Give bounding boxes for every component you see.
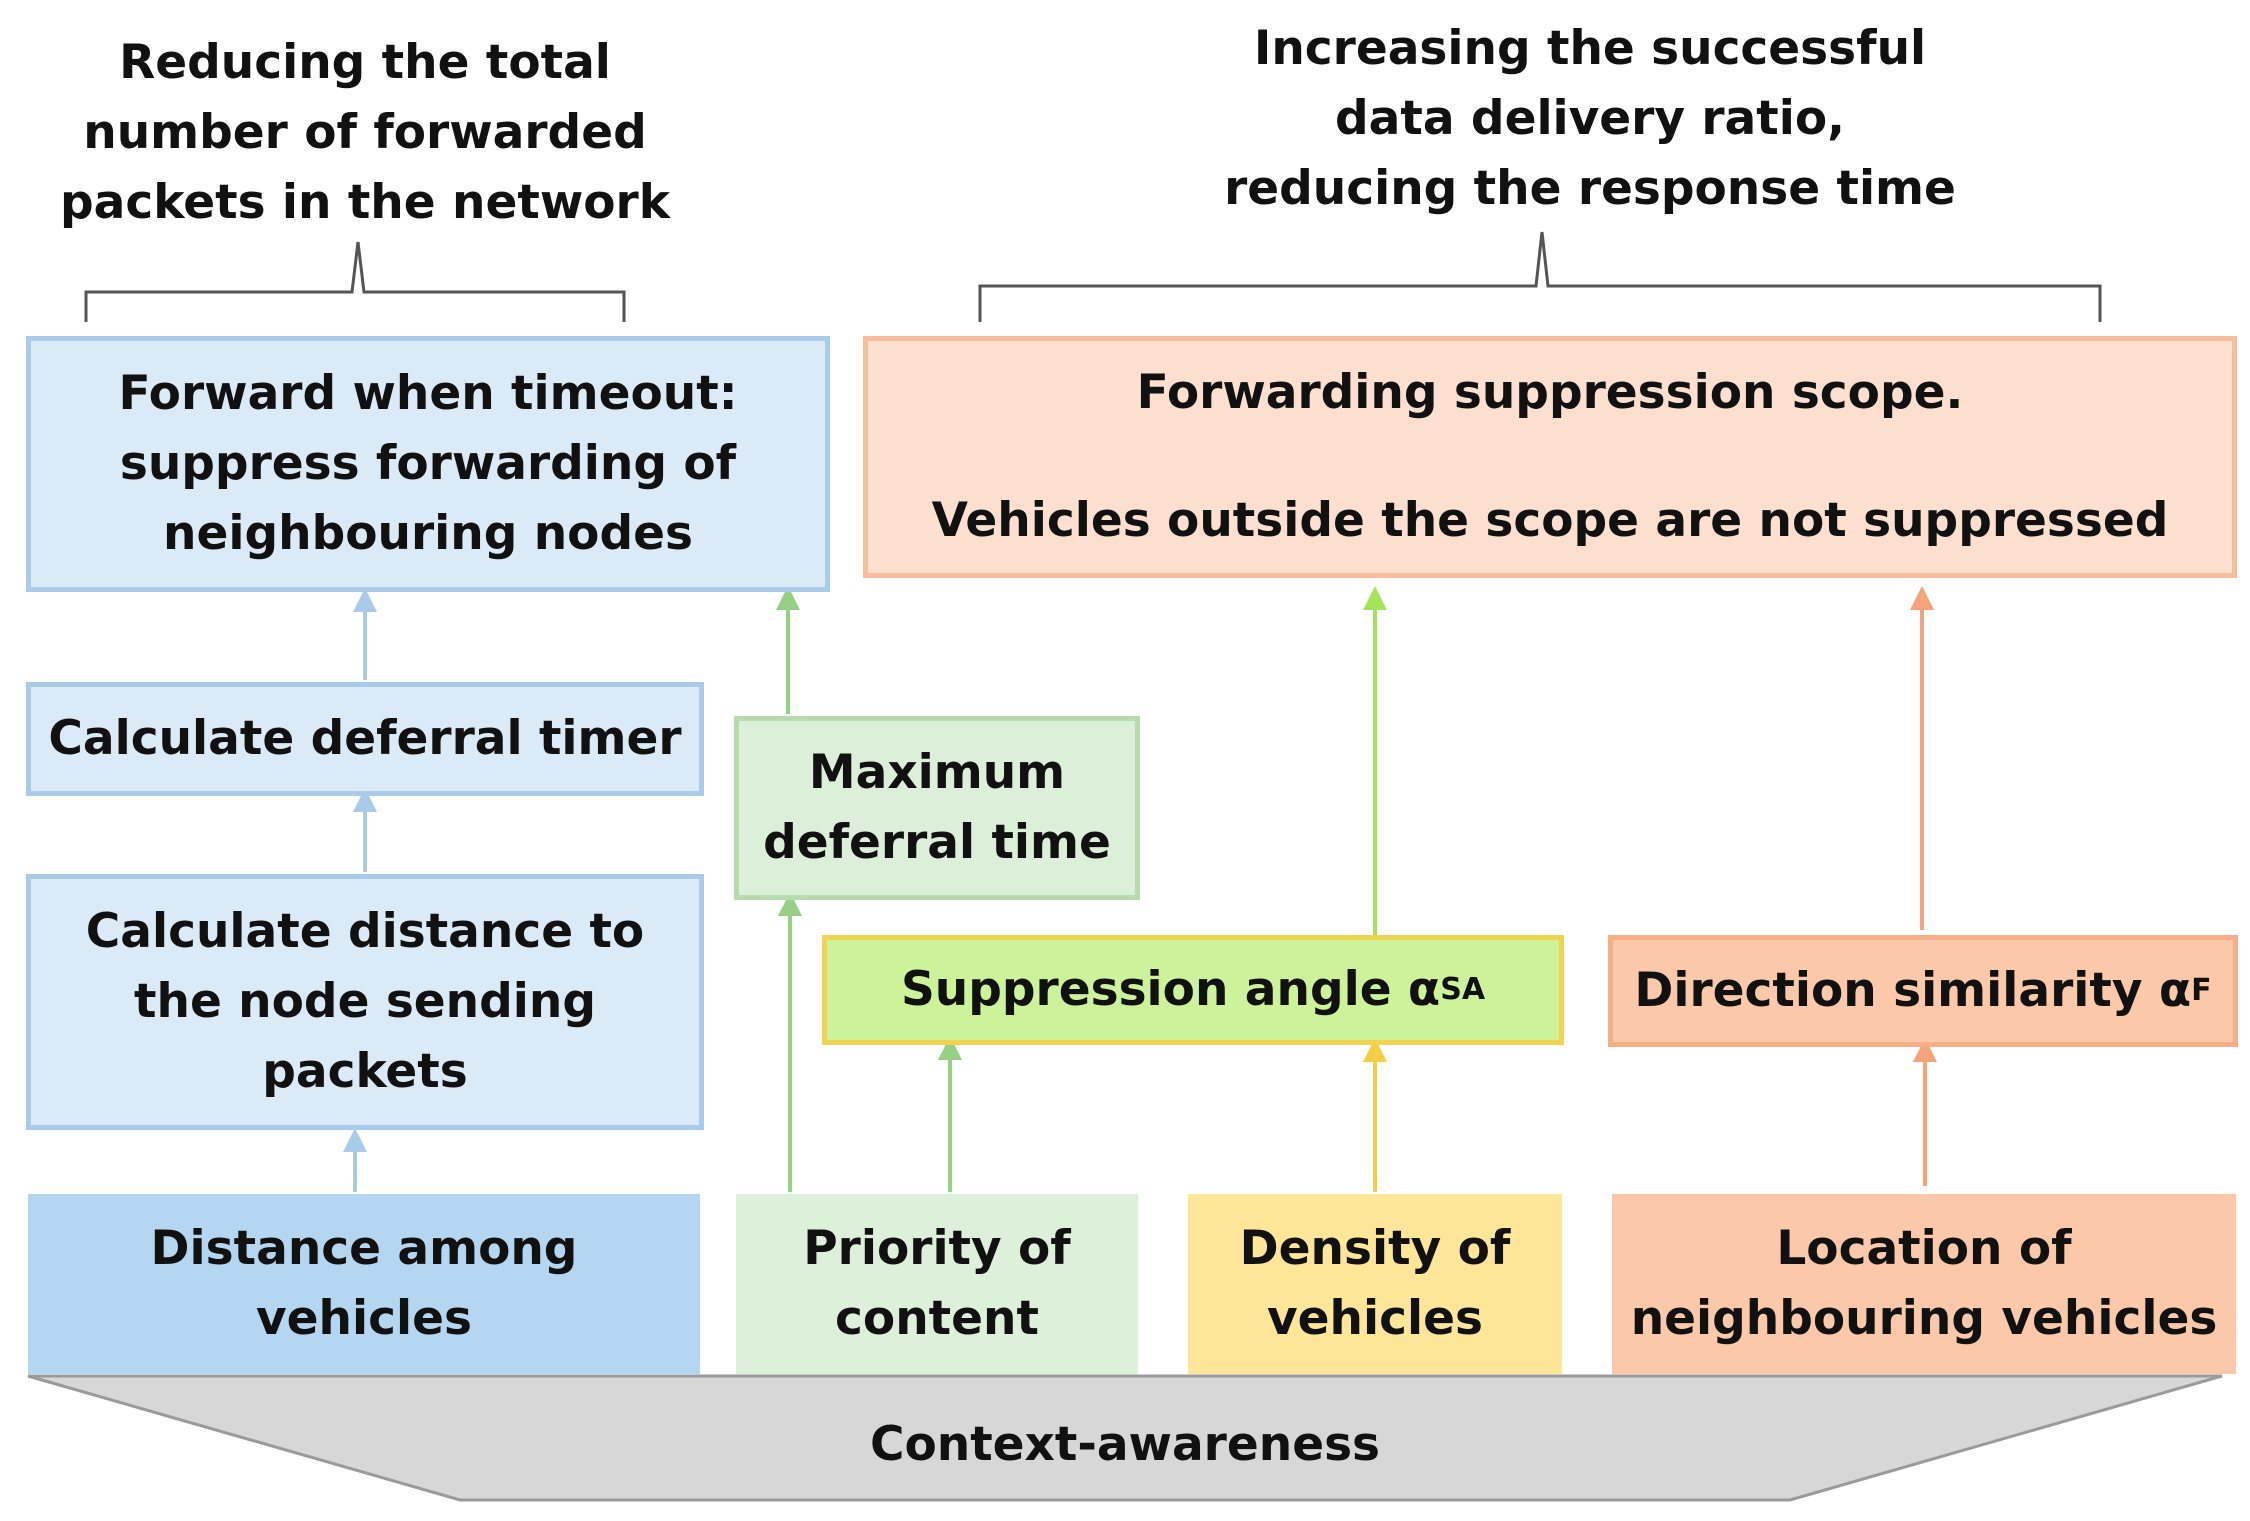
forwarding-suppression-scope-box: Forwarding suppression scope. Vehicles o… <box>863 336 2237 578</box>
input-location-of-neighbouring-vehicles: Location of neighbouring vehicles <box>1612 1194 2236 1374</box>
goal-increase-delivery-ratio: Increasing the successful data delivery … <box>1224 21 1956 216</box>
direction-similarity-label: Direction similarity α <box>1634 963 2192 1018</box>
context-awareness-base <box>27 1374 2223 1502</box>
calculate-distance-box: Calculate distance to the node sending p… <box>26 874 704 1130</box>
calculate-deferral-timer-box: Calculate deferral timer <box>26 682 704 796</box>
left-goal-bracket <box>84 241 626 322</box>
context-awareness-label: Context-awareness <box>869 1417 1381 1472</box>
forward-when-timeout-box: Forward when timeout: suppress forwardin… <box>26 336 830 592</box>
goal-reduce-forwarded-packets: Reducing the total number of forwarded p… <box>60 35 670 230</box>
suppression-scope-note: Vehicles outside the scope are not suppr… <box>931 493 2169 548</box>
suppression-angle-label: Suppression angle α <box>900 962 1441 1017</box>
input-density-of-vehicles: Density of vehicles <box>1188 1194 1562 1374</box>
right-goal-bracket <box>978 231 2102 322</box>
maximum-deferral-time-box: Maximum deferral time <box>734 716 1140 900</box>
input-distance-among-vehicles: Distance among vehicles <box>28 1194 700 1374</box>
input-priority-of-content: Priority of content <box>736 1194 1138 1374</box>
suppression-scope-title: Forwarding suppression scope. <box>1136 365 1964 420</box>
